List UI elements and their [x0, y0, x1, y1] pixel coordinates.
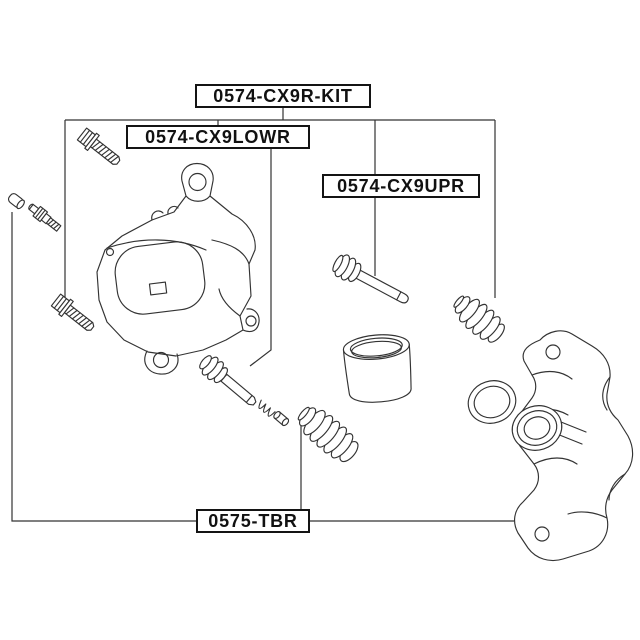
part-label-tbr: 0575-TBR [196, 509, 310, 533]
mounting-bolt-lower [49, 291, 99, 337]
pin-bushing-part [273, 410, 290, 427]
piston-seal-ring-part [467, 380, 517, 424]
upper-dust-boot-part [453, 295, 505, 343]
dust-boot-ring-part [511, 405, 563, 451]
part-label-lowr: 0574-CX9LOWR [126, 125, 310, 149]
upper-guide-pin-part [332, 254, 409, 304]
pin-spring-part [258, 399, 276, 417]
lower-dust-boot-part [297, 406, 359, 463]
bleeder-cap-part [7, 193, 25, 210]
part-label-kit: 0574-CX9R-KIT [195, 84, 371, 108]
mounting-bolt-upper [75, 125, 125, 171]
bleeder-screw-part [28, 203, 62, 232]
leader-lines [11, 106, 514, 522]
caliper-body-part [96, 162, 260, 375]
piston-part [342, 334, 412, 403]
lower-guide-pin-part [199, 355, 257, 406]
part-label-upr: 0574-CX9UPR [322, 174, 480, 198]
